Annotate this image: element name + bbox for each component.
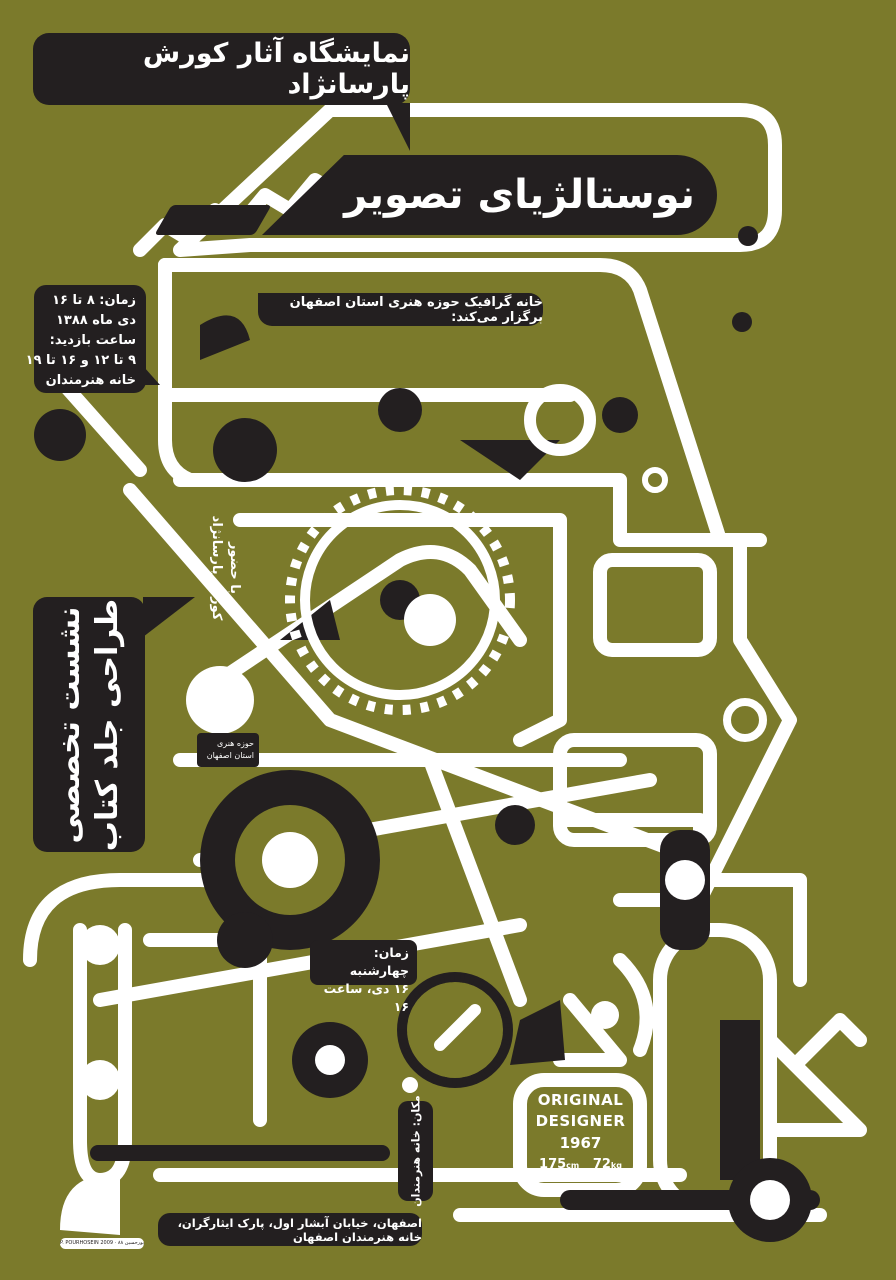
talk-title: نشست تخصصی طراحی جلد کتاب xyxy=(51,598,127,850)
badge-year: 1967 xyxy=(559,1134,602,1152)
exhibition-title-bubble: نمایشگاه آثار کورش پارسانژاد xyxy=(33,33,410,151)
badge-line-2: DESIGNER xyxy=(535,1112,626,1130)
badge-line-1: ORIGINAL xyxy=(537,1091,624,1109)
logo-caption-line-2: استان اصفهان xyxy=(206,751,254,760)
talk-line-2: طراحی جلد کتاب xyxy=(90,598,125,851)
subtitle-banner: نوستالژیای تصویر xyxy=(262,155,717,235)
talk-place: مکان: خانه هنرمندان xyxy=(409,1095,422,1207)
organizer-text: خانه گرافیک حوزه هنری استان اصفهان برگزا… xyxy=(289,294,543,325)
info-line: ۹ تا ۱۲ و ۱۶ تا ۱۹ xyxy=(25,353,136,368)
address-bubble: اصفهان، خیابان آبشار اول، پارک ایثارگران… xyxy=(158,1213,422,1246)
talk-title-bubble: نشست تخصصی طراحی جلد کتاب xyxy=(33,597,195,852)
talk-time-line-2: ۱۶ دی، ساعت ۱۶ xyxy=(323,981,409,1014)
info-line: خانه هنرمندان xyxy=(45,373,136,388)
logo-caption: حوزه هنری استان اصفهان xyxy=(197,733,259,767)
designer-credit: P. POURHOSEIN 2009 · پیمان پورحسین ۸۸ xyxy=(60,1238,144,1249)
address-text: اصفهان، خیابان آبشار اول، پارک ایثارگران… xyxy=(177,1215,422,1244)
organizer-bubble: خانه گرافیک حوزه هنری استان اصفهان برگزا… xyxy=(258,293,543,326)
presence-line-1: با حضور xyxy=(227,541,242,595)
info-line: دی ماه ۱۳۸۸ xyxy=(56,313,136,328)
exhibition-info-bubble: زمان: ۸ تا ۱۶ دی ماه ۱۳۸۸ ساعت بازدید: ۹… xyxy=(25,285,160,393)
info-line: زمان: ۸ تا ۱۶ xyxy=(52,293,136,308)
weight-unit: kg xyxy=(610,1161,622,1170)
info-line: ساعت بازدید: xyxy=(49,333,136,348)
presence-label: با حضور کورش پارسانژاد xyxy=(190,508,260,628)
talk-time-line-1: زمان: چهارشنبه xyxy=(349,945,409,978)
weight-value: 72 xyxy=(592,1157,611,1172)
talk-place-bubble: مکان: خانه هنرمندان xyxy=(398,1095,433,1207)
talk-line-1: نشست تخصصی xyxy=(52,606,87,843)
height-unit: cm xyxy=(566,1161,580,1170)
original-designer-badge: ORIGINAL DESIGNER 1967 175cm 72kg xyxy=(528,1090,633,1190)
talk-time-bubble: زمان: چهارشنبه ۱۶ دی، ساعت ۱۶ xyxy=(310,940,417,1014)
height-value: 175 xyxy=(539,1157,567,1172)
badge-measurements: 175cm 72kg xyxy=(528,1154,633,1177)
exhibition-title: نمایشگاه آثار کورش پارسانژاد xyxy=(142,38,410,100)
presence-text: با حضور کورش پارسانژاد xyxy=(207,516,243,621)
presence-line-2: کورش پارسانژاد xyxy=(209,515,224,621)
subtitle: نوستالژیای تصویر xyxy=(344,172,695,218)
logo-caption-line-1: حوزه هنری xyxy=(217,739,254,748)
